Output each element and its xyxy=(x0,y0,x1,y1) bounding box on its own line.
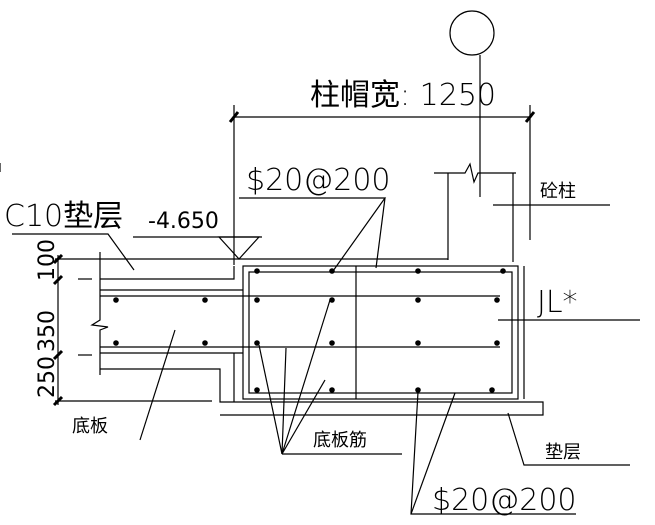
top-rebar-leader-2 xyxy=(375,197,386,269)
rebar-dot xyxy=(254,268,260,274)
slab-rebar-label: 底板筋 xyxy=(313,430,367,451)
cushion-label: 垫层 xyxy=(545,442,581,463)
cap-width-label: 柱帽宽: 1250 xyxy=(310,78,496,113)
rebar-dot xyxy=(415,387,421,393)
beam-label: JL* xyxy=(537,285,578,320)
elevation-label: -4.650 xyxy=(148,209,219,234)
rebar-dot xyxy=(494,340,500,346)
dim-250: 250 xyxy=(35,356,60,398)
rebar-dot xyxy=(415,340,421,346)
cushion-leader xyxy=(507,412,630,466)
rebar-dot xyxy=(202,297,208,303)
rebar-dot xyxy=(329,268,335,274)
rebar-dot xyxy=(329,387,335,393)
rebar-dot xyxy=(494,297,500,303)
rebar-dot xyxy=(113,340,119,346)
c10-cushion-label: C10垫层 xyxy=(4,199,123,234)
rebar-dot xyxy=(415,268,421,274)
slab-outline xyxy=(55,252,544,416)
top-rebar-leader xyxy=(239,197,387,272)
rebar-dots xyxy=(113,268,506,393)
elevation-marker-icon xyxy=(217,236,261,260)
column-label: 砼柱 xyxy=(540,181,576,202)
rebar-dot xyxy=(254,387,260,393)
axis-bubble xyxy=(449,10,495,56)
rebar-dot xyxy=(254,340,260,346)
dim-350: 350 xyxy=(35,310,60,352)
rebar-dot xyxy=(113,297,119,303)
slab-label: 底板 xyxy=(72,416,108,437)
cap-width-dimension xyxy=(228,105,536,265)
bottom-rebar-label: $20@200 xyxy=(432,483,577,518)
thickness-dimension xyxy=(52,253,64,407)
rebar-dot xyxy=(500,268,506,274)
slab-rebar-leaders xyxy=(258,299,402,455)
rebar-dot xyxy=(415,297,421,303)
rebar-dot xyxy=(489,387,495,393)
slab-leader xyxy=(139,329,176,441)
column-outline xyxy=(434,162,610,262)
beam-rebar-cage xyxy=(242,265,525,400)
rebar-dot xyxy=(329,340,335,346)
bottom-rebar-leader-2 xyxy=(410,392,456,515)
rebar-dot xyxy=(202,340,208,346)
rebar-dot xyxy=(254,297,260,303)
top-rebar-label: $20@200 xyxy=(246,163,391,198)
c10-leader xyxy=(12,233,135,271)
dim-100: 100 xyxy=(35,239,60,281)
rebar-dot xyxy=(329,297,335,303)
